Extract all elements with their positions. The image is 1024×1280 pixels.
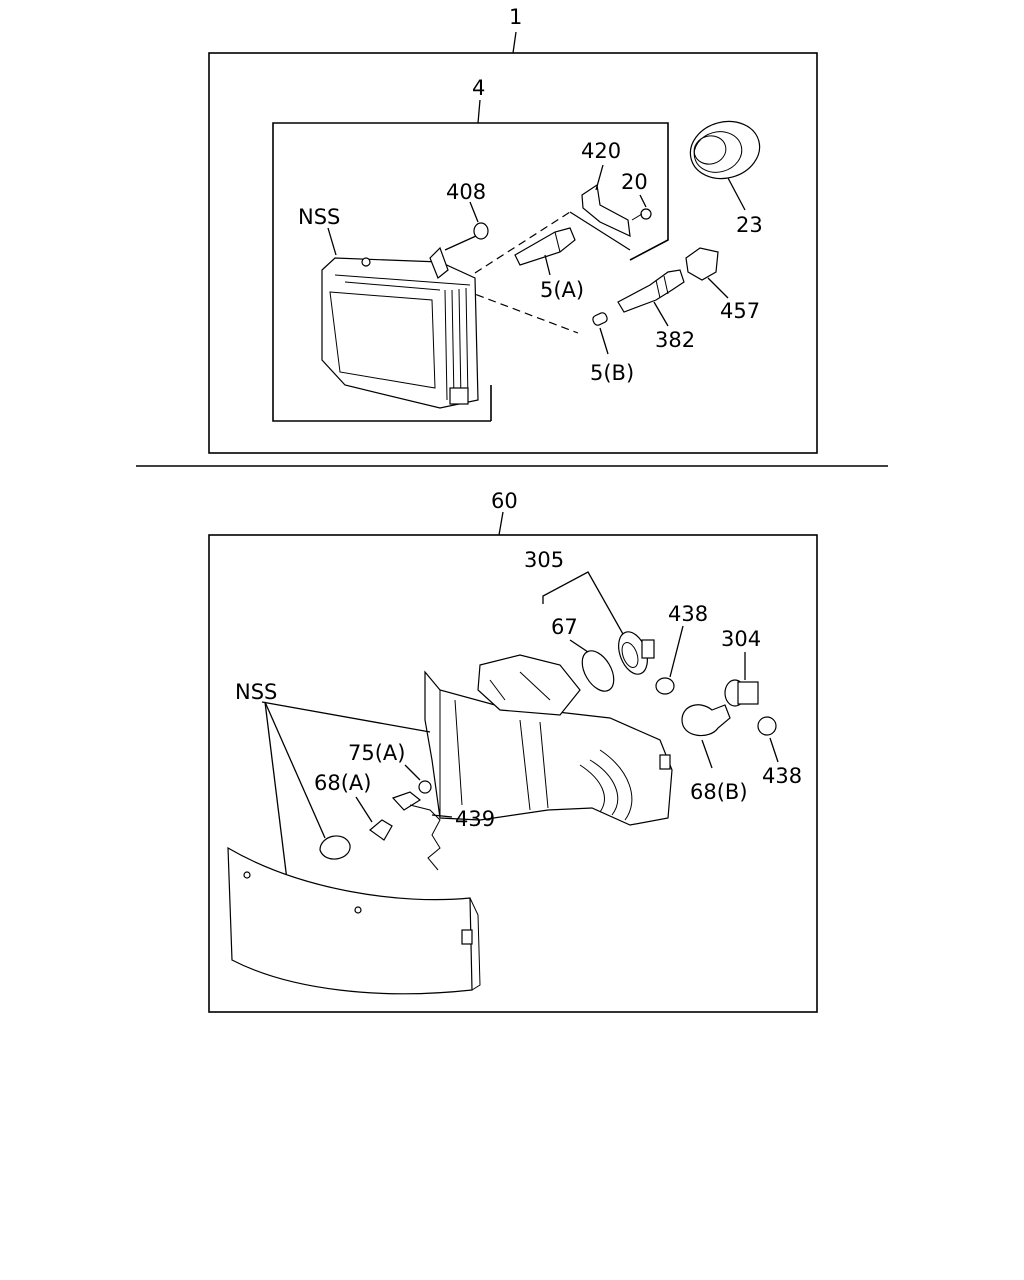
- label-23: 23: [736, 213, 763, 237]
- label-20: 20: [621, 170, 648, 194]
- label-nss-top: NSS: [298, 205, 340, 229]
- label-67: 67: [551, 615, 578, 639]
- part-305: [618, 631, 655, 675]
- part-382: [617, 269, 685, 313]
- part-20: [640, 208, 652, 220]
- label-5b: 5(B): [590, 361, 634, 385]
- label-68a: 68(A): [314, 771, 371, 795]
- part-457: [685, 247, 719, 281]
- label-68b: 68(B): [690, 780, 748, 804]
- part-5b: [592, 312, 608, 326]
- headlamp-unit: [321, 246, 479, 409]
- part-23: [689, 120, 761, 180]
- label-420: 420: [581, 139, 621, 163]
- part-420: [581, 183, 631, 238]
- label-305: 305: [524, 548, 564, 572]
- bottom-assembly: 60 305 67 438 304 68(B): [208, 489, 818, 1013]
- part-67: [581, 650, 615, 692]
- part-68b: [681, 704, 731, 737]
- part-408: [473, 222, 489, 240]
- label-408: 408: [446, 180, 486, 204]
- label-439: 439: [455, 807, 495, 831]
- assembly-60-frame: [208, 534, 818, 1013]
- part-438-top: [655, 677, 675, 695]
- label-75a: 75(A): [348, 741, 405, 765]
- callout-1: 1: [509, 5, 522, 29]
- callout-60: 60: [491, 489, 518, 513]
- lamp-housing: [424, 654, 673, 826]
- top-assembly: 1 4 NSS 408: [208, 5, 818, 454]
- part-5a: [514, 227, 576, 266]
- part-68a: [369, 819, 393, 841]
- part-438-bottom: [757, 716, 777, 736]
- part-439: [409, 804, 441, 871]
- assembly-1-frame: [208, 52, 818, 454]
- lamp-lens: [227, 846, 481, 995]
- label-457: 457: [720, 299, 760, 323]
- part-304: [724, 679, 759, 707]
- label-5a: 5(A): [540, 278, 584, 302]
- label-438-bottom: 438: [762, 764, 802, 788]
- label-nss-bottom: NSS: [235, 680, 277, 704]
- label-304: 304: [721, 627, 761, 651]
- label-382: 382: [655, 328, 695, 352]
- part-75a: [391, 780, 432, 811]
- callout-4: 4: [472, 76, 485, 100]
- assembly-4-frame: [272, 122, 491, 422]
- label-438-top: 438: [668, 602, 708, 626]
